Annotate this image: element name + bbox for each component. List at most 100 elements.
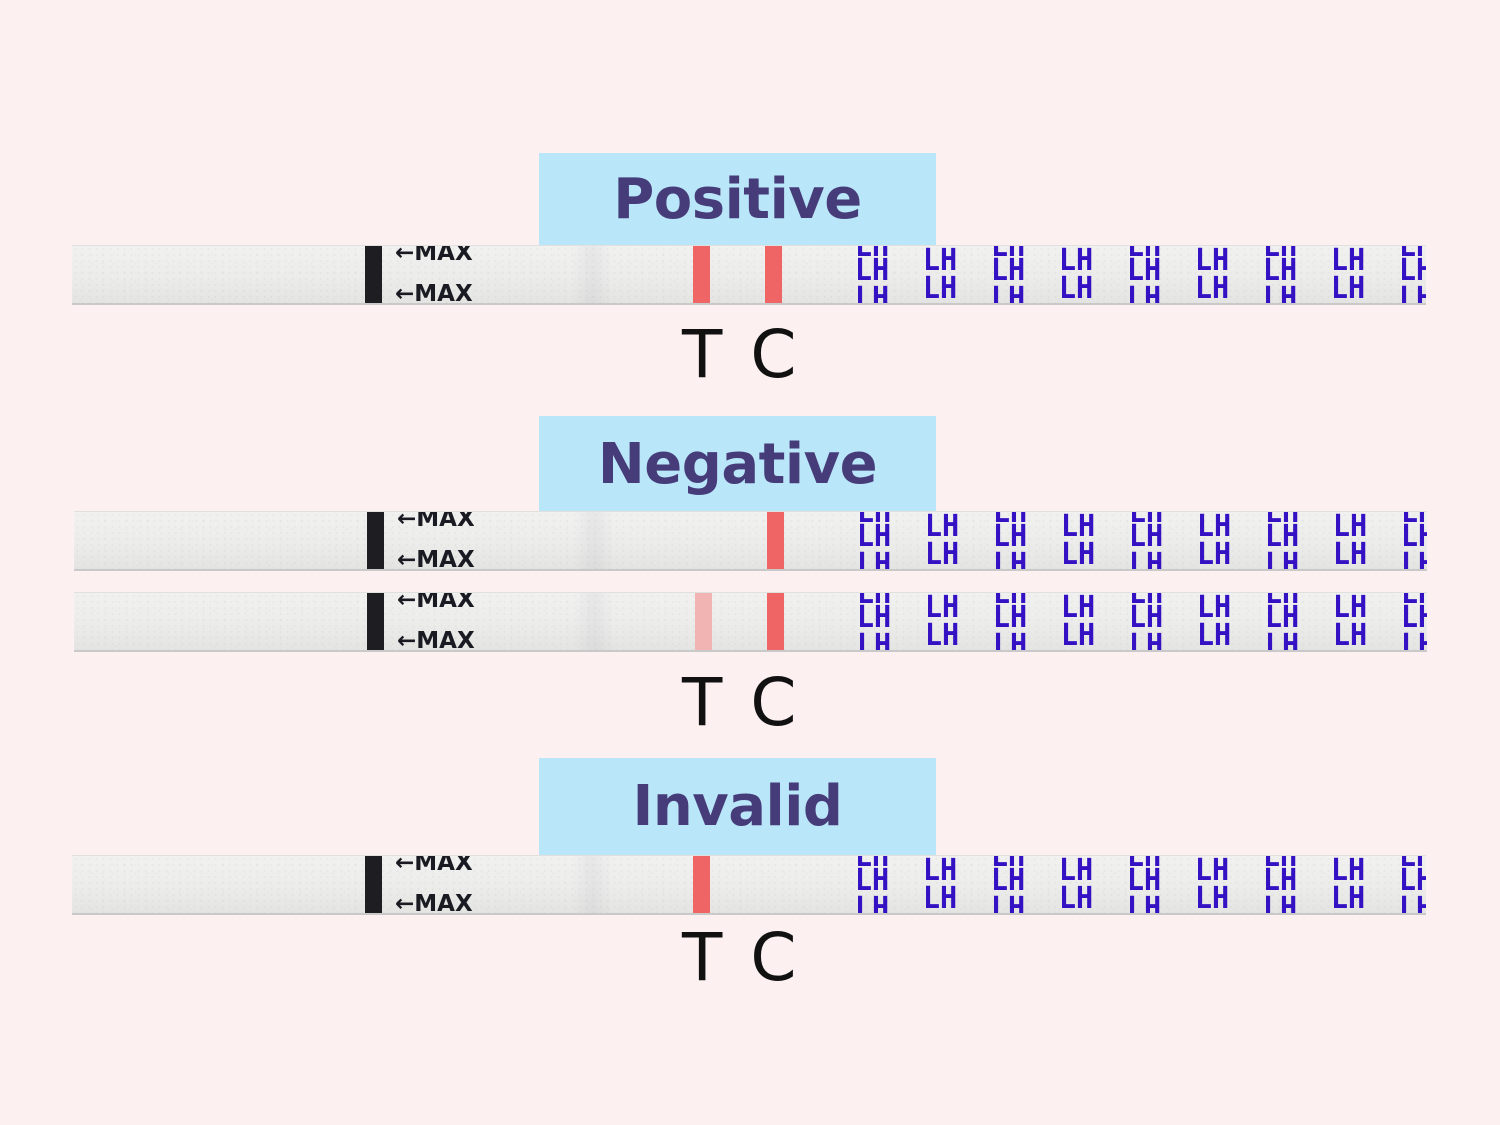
lh-print: LH (854, 855, 890, 874)
control-line (767, 512, 784, 569)
lh-print: LH (1060, 618, 1096, 652)
lh-print: LH (1194, 855, 1230, 888)
t-label: T (682, 919, 729, 996)
lh-print: LH (1060, 511, 1096, 544)
lh-print: LH (1332, 511, 1368, 544)
lh-print: LH (992, 600, 1028, 635)
lh-print: LH (1264, 519, 1300, 554)
lh-print: LH (1126, 863, 1162, 898)
lh-print: LH (1126, 245, 1162, 264)
lh-print: LH (1332, 592, 1368, 625)
t-label: T (682, 316, 729, 393)
lh-print: LH (990, 863, 1026, 898)
lh-print: LH (990, 891, 1026, 915)
lh-print: LH (922, 245, 958, 278)
test-line (693, 856, 710, 913)
lh-print: LH (1398, 855, 1426, 874)
lh-print: LH (1264, 592, 1300, 611)
lh-print: LH (922, 855, 958, 888)
test-line (695, 593, 712, 650)
lh-print: LH (1398, 281, 1426, 305)
strip-max-bar (365, 856, 382, 913)
lh-print: LH (1262, 863, 1298, 898)
lh-print: LH (992, 519, 1028, 554)
lh-print: LH (924, 618, 960, 652)
lh-print: LH (854, 245, 890, 264)
lh-print: LH (856, 600, 892, 635)
lh-print: LH (992, 511, 1028, 530)
control-line (767, 593, 784, 650)
lh-print: LH (1058, 271, 1094, 305)
lh-print: LH (1400, 511, 1427, 530)
lh-print: LH (1400, 547, 1427, 571)
strip-texture (72, 856, 1426, 913)
lh-print: LH (1330, 245, 1366, 278)
lh-print: LH (1196, 537, 1232, 571)
max-marker: ←MAX (395, 281, 473, 305)
lh-print: LH (854, 253, 890, 288)
lh-print: LH (1128, 519, 1164, 554)
lh-print: LH (924, 537, 960, 571)
lh-print: LH (990, 855, 1026, 874)
max-marker: ←MAX (395, 855, 473, 876)
strip-max-bar (367, 593, 384, 650)
c-label: C (750, 664, 803, 741)
lh-print: LH (990, 253, 1026, 288)
lh-print: LH (1262, 855, 1298, 874)
max-marker: ←MAX (395, 245, 473, 266)
lh-print: LH (856, 511, 892, 530)
lh-print: LH (924, 592, 960, 625)
max-marker: ←MAX (397, 592, 475, 613)
lh-print: LH (1332, 618, 1368, 652)
lh-print: LH (1262, 253, 1298, 288)
lh-print: LH (922, 881, 958, 915)
tc-labels-positive: T C (682, 322, 802, 388)
lh-print: LH (854, 891, 890, 915)
lh-print: LH (1262, 281, 1298, 305)
negative-label: Negative (539, 416, 936, 513)
strip-shading (572, 856, 612, 913)
lh-print: LH (1126, 253, 1162, 288)
lh-print: LH (1330, 855, 1366, 888)
lh-print: LH (1058, 855, 1094, 888)
positive-label: Positive (539, 153, 936, 246)
lh-print: LH (1058, 245, 1094, 278)
test-line (693, 246, 710, 303)
lh-print: LH (854, 863, 890, 898)
lh-print: LH (1196, 618, 1232, 652)
lh-print: LH (1264, 547, 1300, 571)
lh-print: LH (1126, 891, 1162, 915)
strip-max-bar (365, 246, 382, 303)
lh-print: LH (1332, 537, 1368, 571)
lh-print: LH (1400, 628, 1427, 652)
strip-shading (574, 512, 614, 569)
lh-print: LH (1128, 511, 1164, 530)
lh-print: LH (992, 547, 1028, 571)
tc-labels-negative: T C (682, 670, 802, 736)
lh-print: LH (1398, 891, 1426, 915)
strip-texture (74, 593, 1427, 650)
lh-print: LH (992, 592, 1028, 611)
lh-print: LH (1194, 271, 1230, 305)
strip-texture (72, 246, 1426, 303)
lh-print: LH (1400, 519, 1427, 554)
control-line (765, 246, 782, 303)
strip-shading (572, 246, 612, 303)
lh-print: LH (1194, 881, 1230, 915)
lh-print: LH (1264, 628, 1300, 652)
lh-print: LH (1262, 891, 1298, 915)
lh-print: LH (1060, 592, 1096, 625)
lh-print: LH (1128, 547, 1164, 571)
max-marker: ←MAX (397, 547, 475, 571)
lh-print: LH (1194, 245, 1230, 278)
lh-print: LH (990, 245, 1026, 264)
lh-print: LH (1264, 511, 1300, 530)
lh-print: LH (856, 519, 892, 554)
lh-print: LH (1128, 592, 1164, 611)
lh-print: LH (990, 281, 1026, 305)
